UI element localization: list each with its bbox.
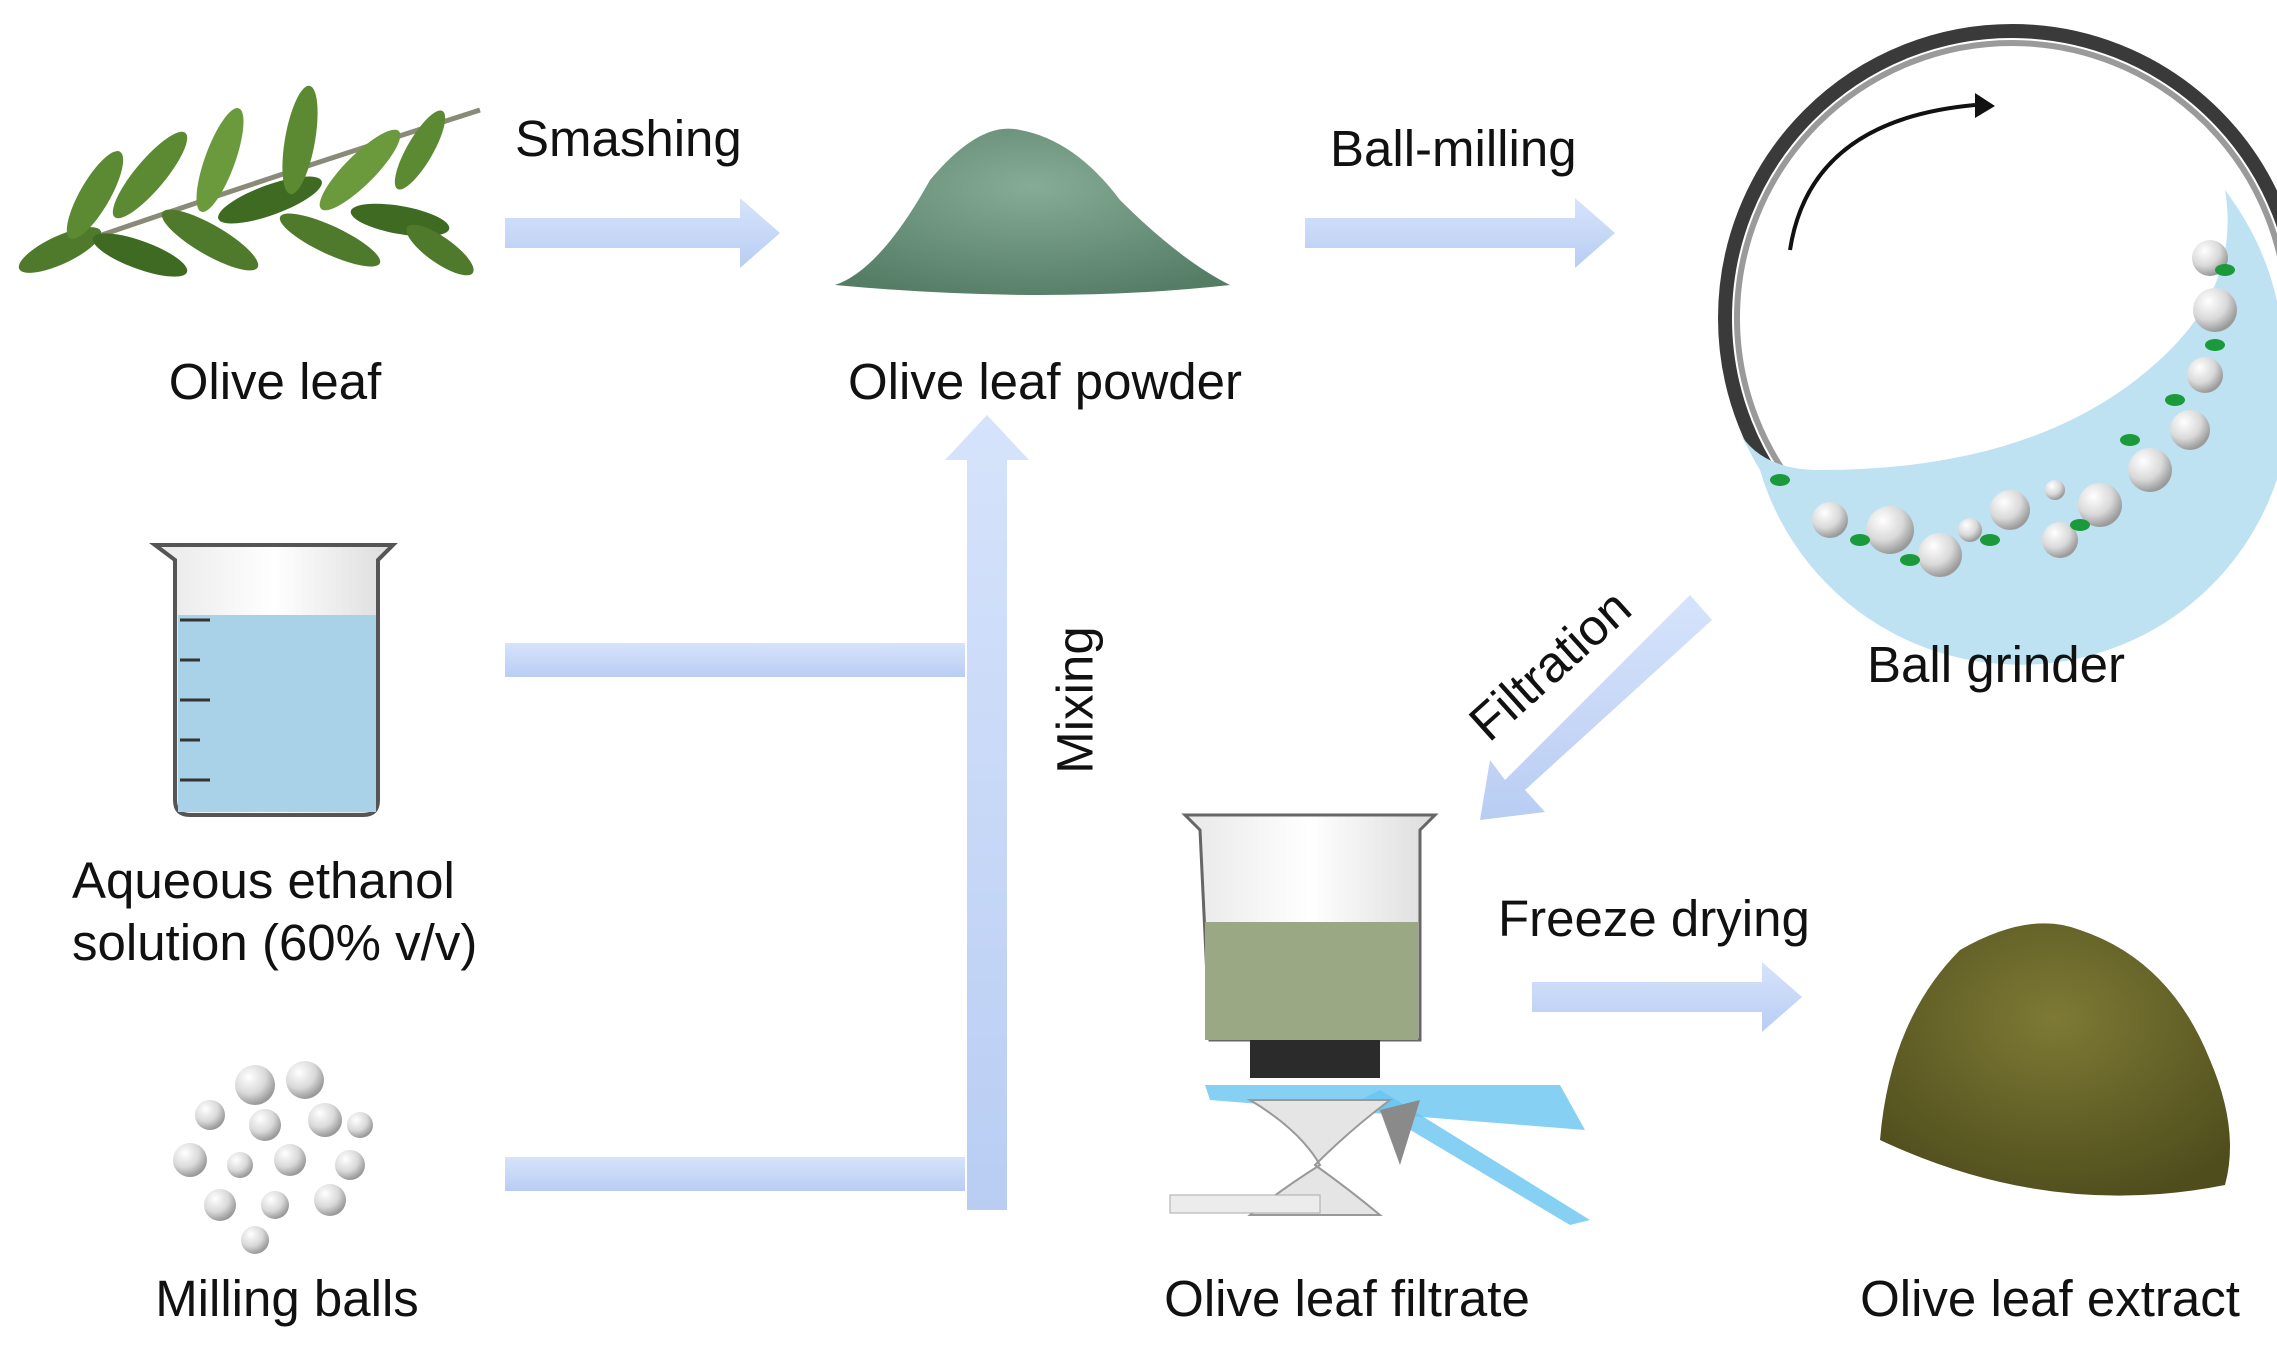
node-olive-leaf: Olive leaf <box>168 353 382 410</box>
ball-milling-arrow <box>1305 198 1615 268</box>
filtration-arrow <box>1480 595 1712 820</box>
ethanol-beaker-image <box>149 543 398 817</box>
node-olive-leaf-powder: Olive leaf powder <box>847 353 1243 410</box>
node-aqueous-ethanol-line1: Aqueous ethanol <box>72 852 455 909</box>
step-ball-milling: Ball-milling <box>1330 120 1577 177</box>
node-olive-leaf-extract: Olive leaf extract <box>1860 1270 2240 1327</box>
freeze-drying-arrow <box>1532 962 1802 1032</box>
olive-leaf-powder-image <box>835 128 1230 295</box>
olive-leaf-filtrate-image <box>1169 813 1590 1225</box>
node-olive-leaf-filtrate: Olive leaf filtrate <box>1164 1270 1530 1327</box>
smashing-arrow <box>505 198 780 268</box>
node-milling-balls: Milling balls <box>155 1270 419 1327</box>
olive-leaf-extract-image <box>1880 923 2230 1196</box>
step-mixing: Mixing <box>1046 626 1104 774</box>
node-ball-grinder: Ball grinder <box>1867 636 2125 693</box>
ball-grinder-image <box>1718 24 2277 665</box>
step-smashing: Smashing <box>515 110 742 167</box>
mixing-arrows <box>505 415 1029 1210</box>
olive-leaf-image <box>18 85 481 277</box>
node-aqueous-ethanol-line2: solution (60% v/v) <box>72 914 478 971</box>
milling-balls-image <box>173 1061 373 1254</box>
step-freeze-drying: Freeze drying <box>1498 890 1810 947</box>
